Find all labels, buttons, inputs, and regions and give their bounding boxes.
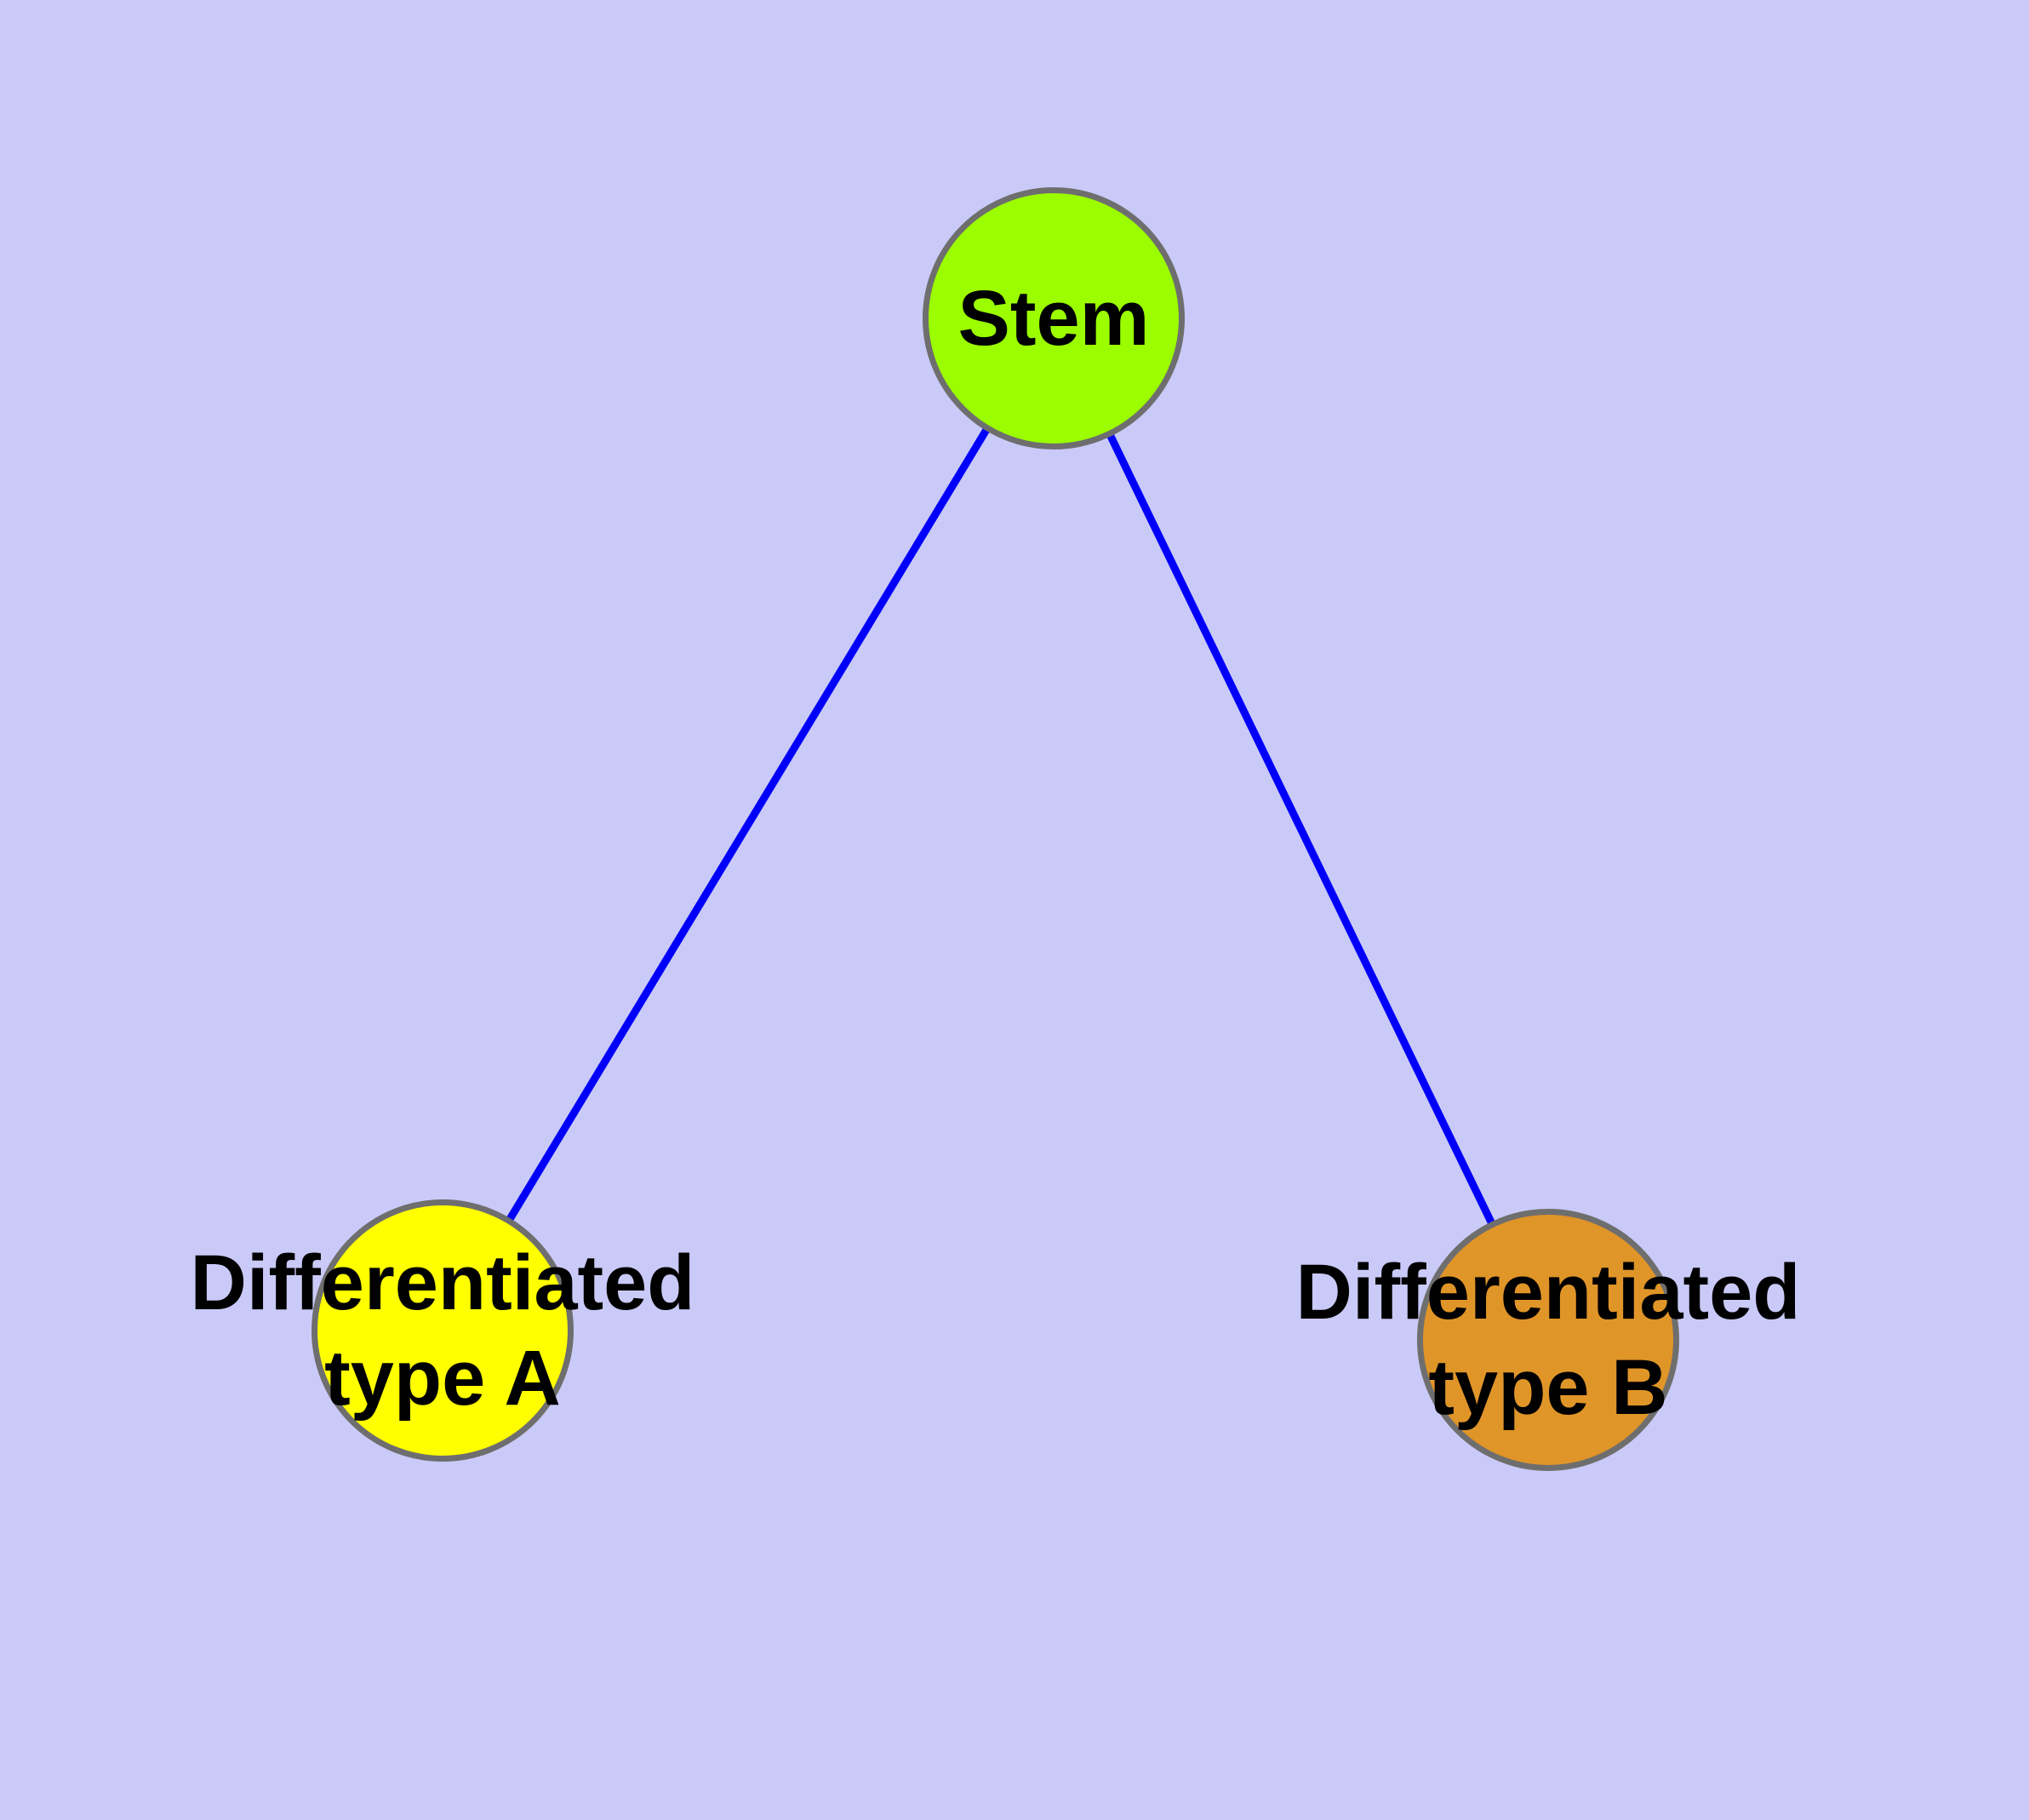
- edge-stem-to-type-a: [439, 316, 1057, 1333]
- node-differentiated-type-b[interactable]: Differentiated type B: [1296, 1209, 1800, 1471]
- node-stem-label: Stem: [957, 275, 1150, 362]
- node-differentiated-type-a[interactable]: Differentiated type A: [191, 1199, 694, 1462]
- edge-stem-to-type-b: [1049, 317, 1552, 1342]
- node-stem[interactable]: Stem: [923, 187, 1185, 449]
- node-differentiated-type-b-label: Differentiated type B: [1295, 1249, 1801, 1431]
- node-differentiated-type-a-label: Differentiated type A: [190, 1239, 695, 1422]
